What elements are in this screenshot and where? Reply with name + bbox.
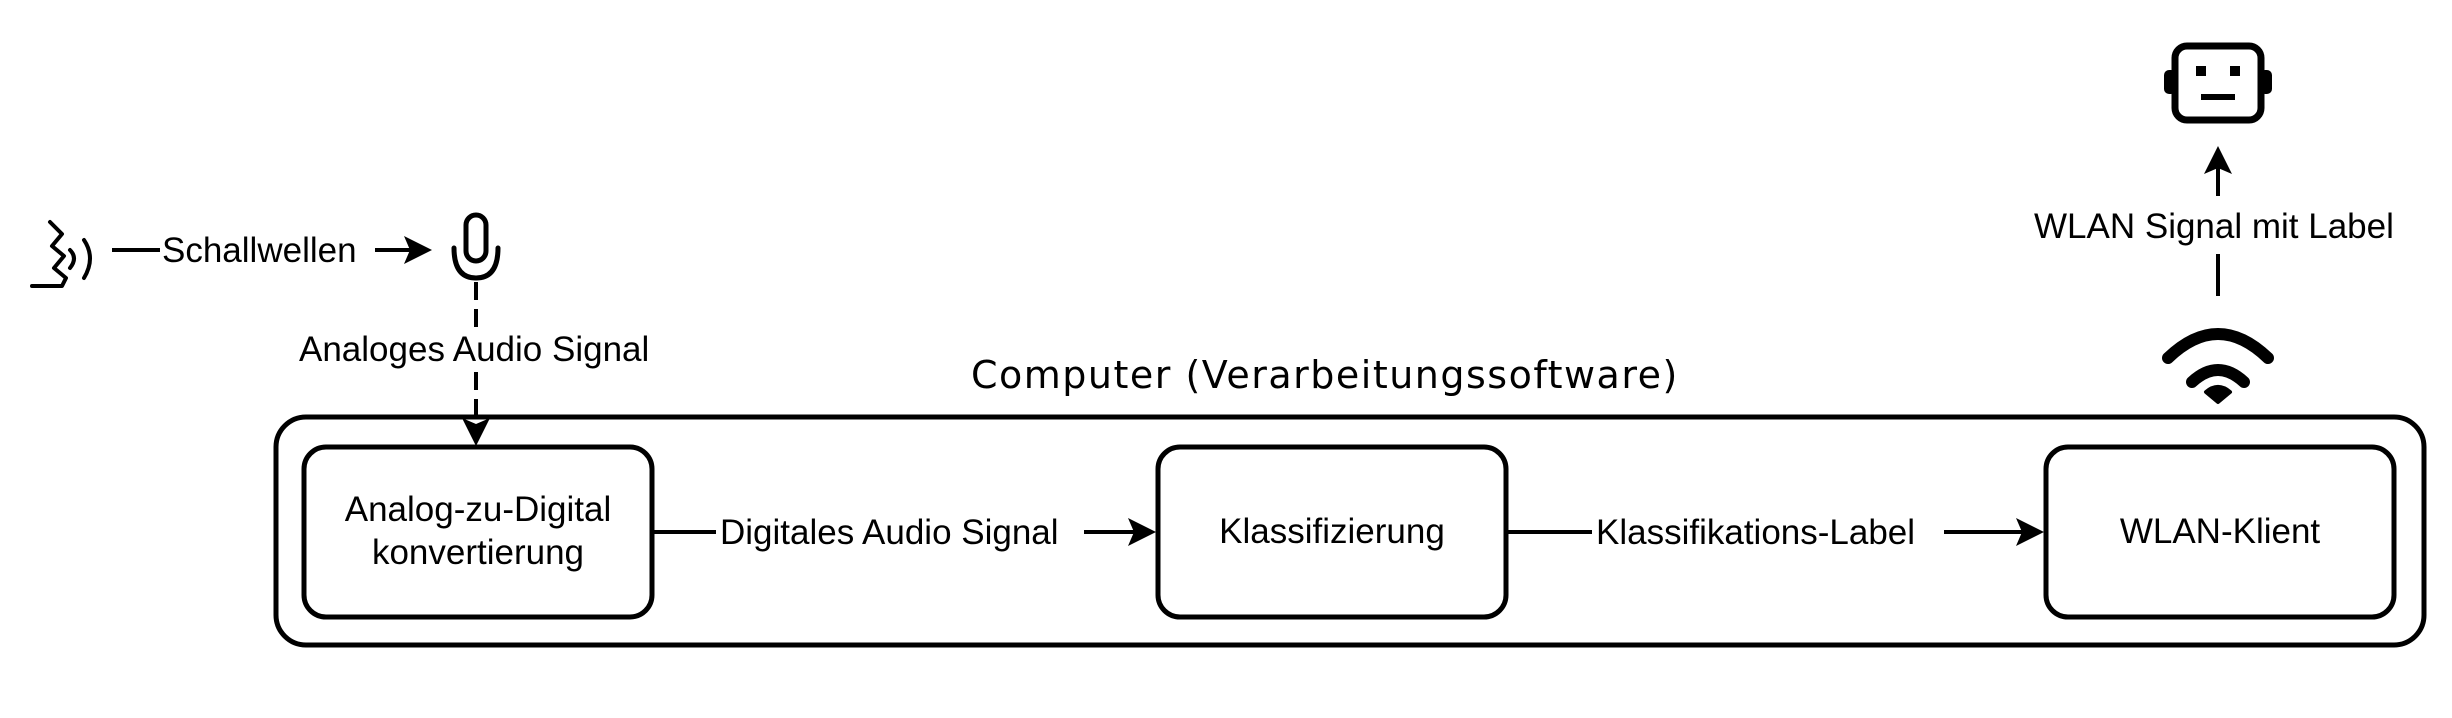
- classifier-box: [1155, 444, 1509, 620]
- analog-signal-label: Analoges Audio Signal: [297, 330, 652, 369]
- microphone-icon: [451, 212, 501, 281]
- wlan-client-box: [2043, 444, 2397, 620]
- adc-label-line2: konvertierung: [371, 533, 585, 572]
- wlan-signal-arrow: [2204, 146, 2232, 296]
- adc-label-line1: Analog-zu-Digital: [344, 490, 612, 530]
- wifi-dot: [2204, 385, 2232, 404]
- analog-signal-arrow: [462, 282, 490, 446]
- classifier-box-label: Klassifizierung: [1219, 511, 1445, 551]
- sound-wave-label: Schallwellen: [160, 231, 359, 270]
- speaking-head-icon: [30, 220, 92, 288]
- container-title: Computer (Verarbeitungssoftware): [971, 353, 1679, 397]
- wlan-signal-label: WLAN Signal mit Label: [2032, 207, 2396, 246]
- adc-box-label: Analog-zu-Digital konvertierung: [304, 447, 652, 617]
- digital-signal-label: Digitales Audio Signal: [718, 513, 1061, 552]
- robot-icon: [2164, 42, 2272, 124]
- class-label-label: Klassifikations-Label: [1594, 513, 1918, 552]
- class-label-arrow: [1508, 518, 2044, 546]
- computer-container: [273, 414, 2427, 648]
- digital-signal-arrow: [654, 518, 1156, 546]
- sound-wave-arrow: [112, 236, 432, 264]
- adc-box: [301, 444, 655, 620]
- wlan-client-box-label: WLAN-Klient: [2119, 511, 2321, 551]
- wifi-icon: [2162, 328, 2274, 388]
